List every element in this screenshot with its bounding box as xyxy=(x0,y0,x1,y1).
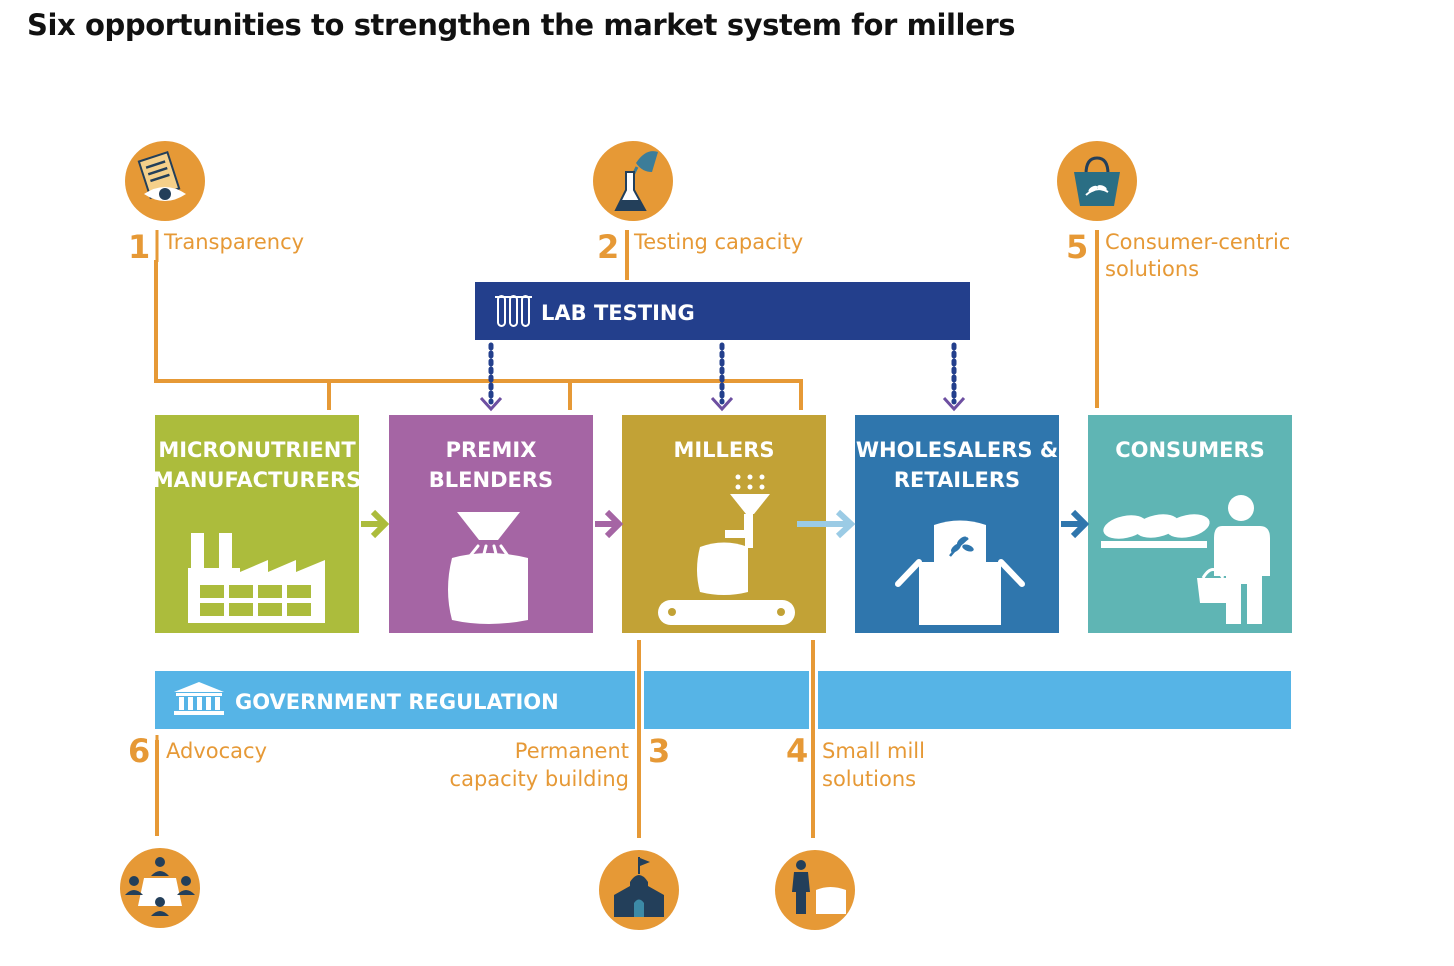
document-eye-icon xyxy=(137,151,186,201)
opportunity-label-line1: Consumer-centric xyxy=(1105,230,1290,254)
opportunity-5: 5 Consumer-centric solutions xyxy=(1057,141,1290,281)
actor-title-line1: CONSUMERS xyxy=(1115,438,1265,462)
opportunity-number: 6 xyxy=(128,732,150,770)
opportunity-6: 6 Advocacy xyxy=(120,732,267,928)
actor-title-line2: RETAILERS xyxy=(894,468,1020,492)
flow-arrow-1-head xyxy=(370,509,390,539)
opportunity-label: Transparency xyxy=(163,230,304,254)
lab-testing-label: LAB TESTING xyxy=(541,301,695,325)
opportunity-label-line1: Small mill xyxy=(822,739,925,763)
shopping-bag-icon xyxy=(1074,156,1120,206)
arrowhead-wholesalers xyxy=(942,396,966,412)
premix-bag-icon xyxy=(448,512,528,624)
actor-box-millers: MILLERS xyxy=(622,415,826,633)
grain-sack-box-icon xyxy=(895,520,1025,625)
meeting-table-icon xyxy=(125,857,195,916)
actor-title-line1: WHOLESALERS & xyxy=(856,438,1058,462)
transparency-connector-lines xyxy=(154,260,803,410)
opportunity-3: Permanent capacity building 3 xyxy=(450,732,679,930)
government-regulation-label: GOVERNMENT REGULATION xyxy=(235,690,559,714)
flow-arrow-3-head xyxy=(835,509,856,539)
actor-box-micronutrient-manufacturers: MICRONUTRIENT MANUFACTURERS xyxy=(153,415,362,633)
basket-handle xyxy=(1201,568,1225,579)
government-regulation-bar: GOVERNMENT REGULATION xyxy=(155,671,1291,729)
actor-title-line1: PREMIX xyxy=(446,438,537,462)
lab-testing-bar: LAB TESTING xyxy=(475,282,970,340)
milling-machine-icon xyxy=(658,474,795,625)
opportunity-number: 5 xyxy=(1066,228,1088,266)
actor-box-premix-blenders: PREMIX BLENDERS xyxy=(389,415,593,633)
person-sack-icon xyxy=(792,860,846,914)
actor-box-wholesalers-retailers: WHOLESALERS & RETAILERS xyxy=(855,415,1059,633)
school-door xyxy=(634,899,644,917)
flask-pour-icon xyxy=(614,151,658,211)
lab-testing-dotted-arrows xyxy=(479,342,966,412)
opportunity-number: 2 xyxy=(597,228,619,266)
opportunity-4: 4 Small mill solutions xyxy=(775,732,925,930)
flow-arrows xyxy=(361,509,1090,539)
opportunity-label-line2: solutions xyxy=(1105,257,1199,281)
consumer-bread-icon xyxy=(1101,495,1270,624)
actor-title-line2: MANUFACTURERS xyxy=(153,468,362,492)
conveyor-wheel-left xyxy=(668,608,676,616)
actor-box-consumers: CONSUMERS xyxy=(1088,415,1292,633)
opportunity-label: Testing capacity xyxy=(633,230,803,254)
opportunity-2: 2 Testing capacity xyxy=(593,141,803,266)
arrowhead-millers xyxy=(710,396,734,412)
factory-windows xyxy=(200,585,311,616)
flow-arrow-2-head xyxy=(604,509,624,539)
test-tubes-icon xyxy=(495,295,532,327)
actor-title-line1: MILLERS xyxy=(673,438,774,462)
actor-title-line2: BLENDERS xyxy=(429,468,553,492)
actor-title-line1: MICRONUTRIENT xyxy=(158,438,356,462)
page-title: Six opportunities to strengthen the mark… xyxy=(27,8,1016,42)
opportunity-label-line2: capacity building xyxy=(450,767,629,791)
conveyor-wheel-right xyxy=(777,608,785,616)
opportunity-number: 4 xyxy=(786,732,808,770)
opportunity-label: Advocacy xyxy=(166,739,267,763)
opportunity-number: 1 xyxy=(128,228,150,266)
opportunity-label-line2: solutions xyxy=(822,767,916,791)
government-building-icon xyxy=(174,682,224,715)
opportunity-1: 1 Transparency xyxy=(125,141,304,266)
flow-arrow-4-head xyxy=(1070,509,1090,539)
arrowhead-premix xyxy=(479,396,503,412)
opportunity-number: 3 xyxy=(648,732,670,770)
opportunity-label-line1: Permanent xyxy=(515,739,629,763)
